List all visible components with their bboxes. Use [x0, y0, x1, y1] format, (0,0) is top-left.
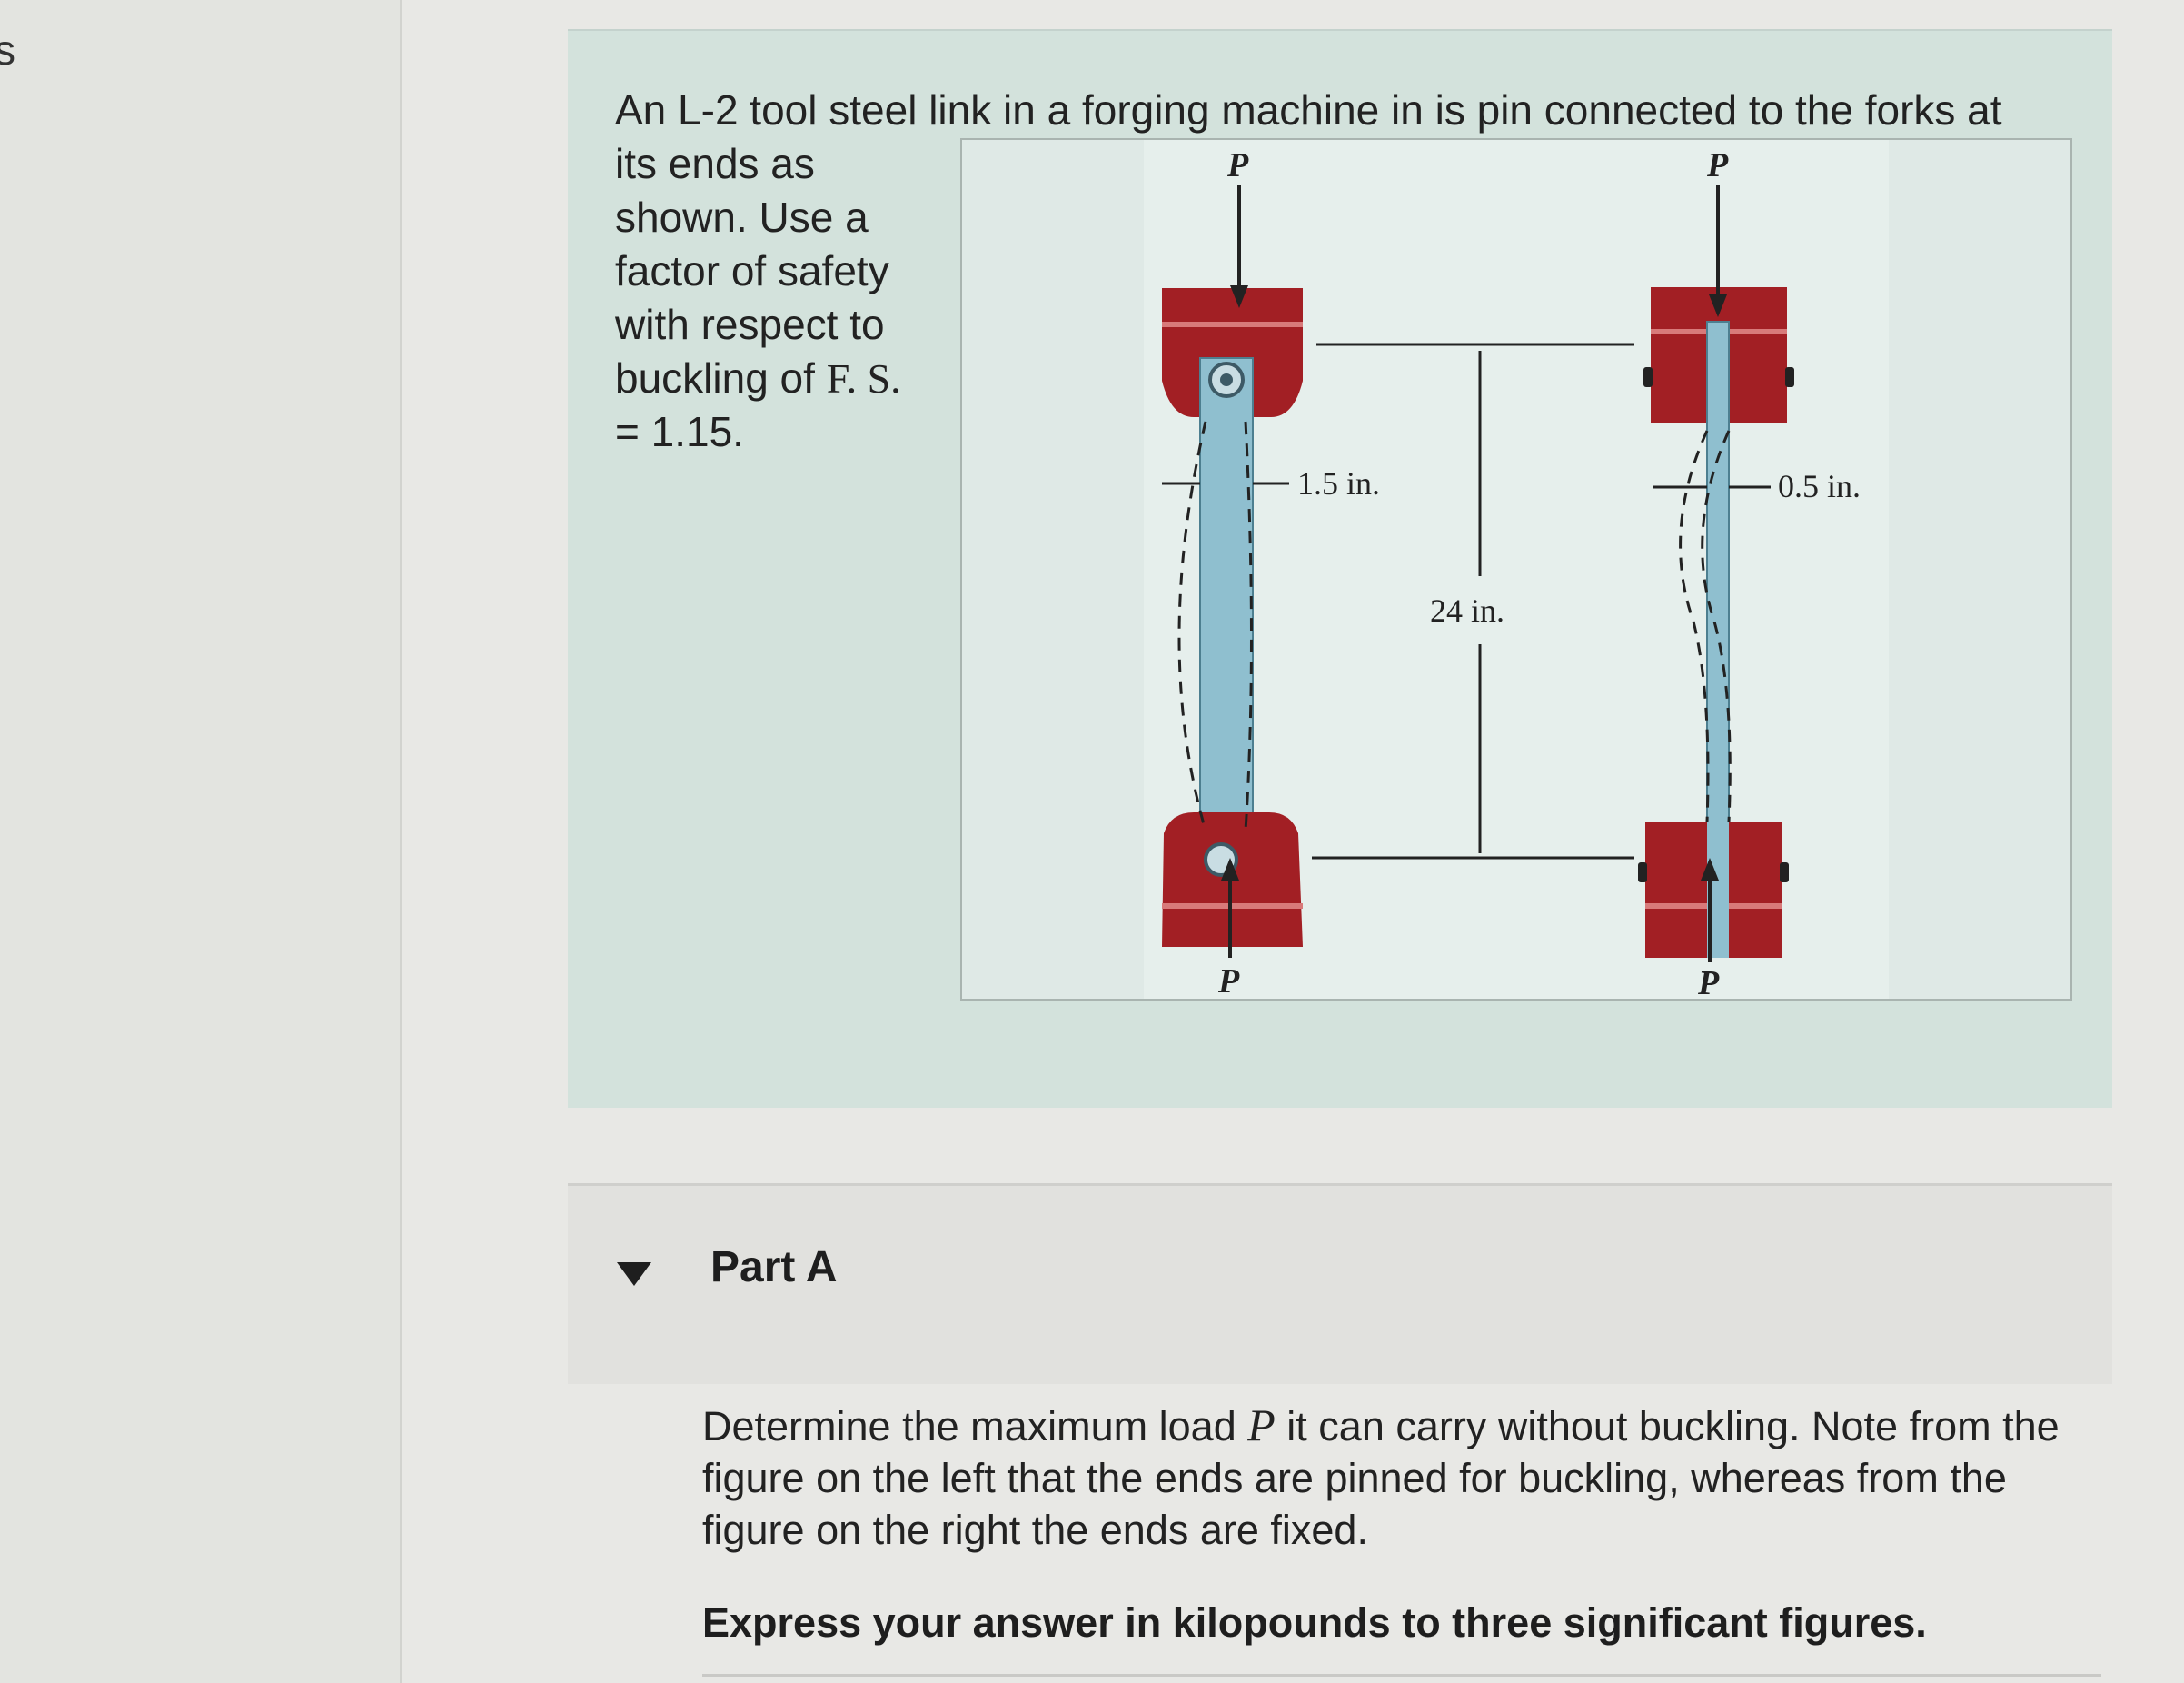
fs-symbol: F. S. [826, 355, 901, 402]
left-width-label: 1.5 in. [1297, 465, 1380, 502]
problem-figure[interactable]: 1.5 in. P P 24 in. [960, 138, 2072, 1001]
right-width-label: 0.5 in. [1778, 468, 1861, 504]
question-variable: P [1247, 1399, 1276, 1450]
left-bottom-arrow-head [1221, 858, 1239, 881]
problem-intro-rest: its ends as shown. Use a factor of safet… [615, 137, 924, 459]
right-bottom-load-label: P [1697, 964, 1720, 999]
left-top-load-label: P [1226, 146, 1249, 184]
left-top-fork-edge [1162, 322, 1303, 327]
figure-svg: 1.5 in. P P 24 in. [1144, 140, 1889, 999]
part-a-question: Determine the maximum load P it can carr… [702, 1399, 2101, 1556]
question-text-a: Determine the maximum load [702, 1403, 1248, 1449]
left-rail: s [0, 0, 402, 1683]
rail-label: s [0, 26, 15, 74]
left-top-arrow-head [1230, 285, 1248, 308]
left-bottom-load-label: P [1217, 962, 1240, 999]
right-top-bolt-left [1643, 367, 1653, 387]
part-a-title: Part A [710, 1243, 838, 1291]
problem-panel: An L-2 tool steel link in a forging mach… [568, 29, 2112, 1108]
fs-value: = 1.15. [615, 408, 744, 455]
right-bottom-arrow-head [1701, 858, 1719, 881]
right-top-arrow-head [1709, 294, 1727, 317]
problem-statement: An L-2 tool steel link in a forging mach… [615, 84, 2105, 459]
left-top-pin-center [1220, 373, 1233, 386]
problem-intro-line: An L-2 tool steel link in a forging mach… [615, 86, 2002, 134]
right-top-load-label: P [1706, 146, 1729, 184]
part-a-header[interactable]: Part A [568, 1183, 2112, 1384]
left-buckled-shape [1177, 421, 1207, 832]
answer-divider [702, 1674, 2101, 1677]
left-bottom-fork-edge [1162, 903, 1303, 909]
right-bottom-bolt-right [1780, 862, 1789, 882]
problem-intro-rest-text: its ends as shown. Use a factor of safet… [615, 140, 889, 402]
collapse-triangle-icon[interactable] [615, 1259, 653, 1290]
left-buckled-shape-inner [1244, 421, 1253, 832]
right-bottom-bolt-left [1638, 862, 1647, 882]
question-text-b: it can carry without buckling. Note from… [702, 1403, 2060, 1553]
part-a-instruction: Express your answer in kilopounds to thr… [702, 1599, 1927, 1646]
right-top-bolt-right [1785, 367, 1794, 387]
left-top-fork [1162, 288, 1303, 417]
length-label: 24 in. [1430, 593, 1504, 629]
